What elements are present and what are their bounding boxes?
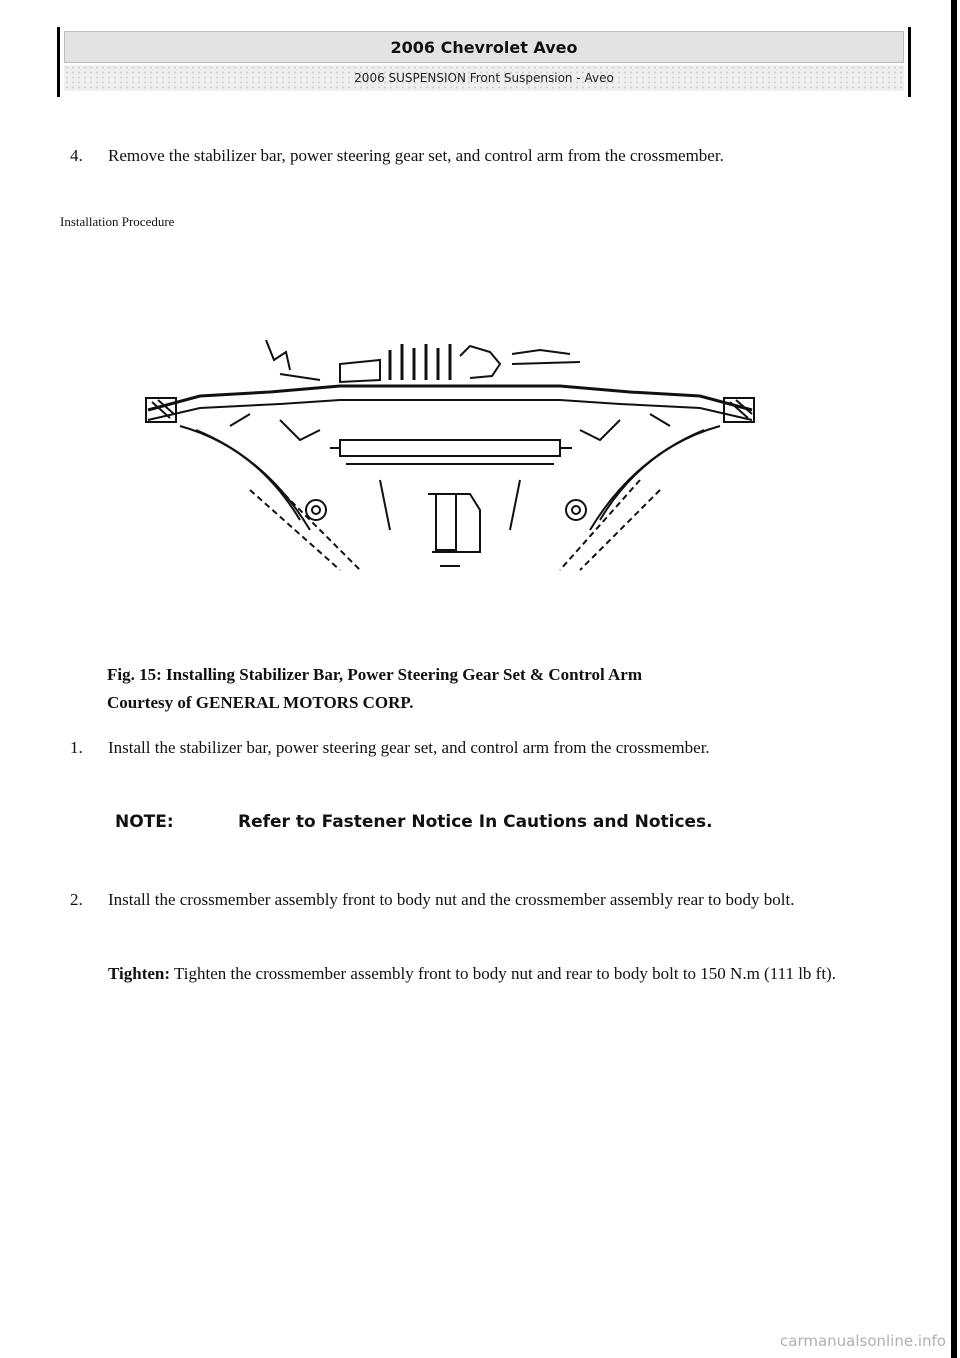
note-box: NOTE: Refer to Fastener Notice In Cautio… bbox=[115, 808, 715, 836]
watermark: carmanualsonline.info bbox=[780, 1332, 946, 1350]
step-number: 1. bbox=[70, 738, 83, 757]
header-subtitle: 2006 SUSPENSION Front Suspension - Aveo bbox=[64, 65, 904, 91]
note-label: NOTE: bbox=[115, 812, 174, 832]
tighten-spec: Tighten: Tighten the crossmember assembl… bbox=[108, 960, 898, 988]
tighten-text: Tighten the crossmember assembly front t… bbox=[174, 964, 836, 983]
step-text: Install the stabilizer bar, power steeri… bbox=[108, 738, 710, 757]
step-text: Remove the stabilizer bar, power steerin… bbox=[108, 146, 724, 165]
page-header: 2006 Chevrolet Aveo 2006 SUSPENSION Fron… bbox=[57, 27, 911, 97]
suspension-illustration bbox=[145, 339, 755, 571]
step-item: 4. Remove the stabilizer bar, power stee… bbox=[70, 141, 910, 170]
step-item: 2. Install the crossmember assembly fron… bbox=[70, 885, 910, 914]
caption-line: Fig. 15: Installing Stabilizer Bar, Powe… bbox=[107, 665, 642, 684]
step-text: Install the crossmember assembly front t… bbox=[108, 890, 795, 909]
step-number: 4. bbox=[70, 146, 83, 165]
header-title: 2006 Chevrolet Aveo bbox=[64, 31, 904, 63]
figure-caption: Fig. 15: Installing Stabilizer Bar, Powe… bbox=[107, 661, 867, 717]
section-title: Installation Procedure bbox=[60, 214, 175, 229]
caption-credit: Courtesy of GENERAL MOTORS CORP. bbox=[107, 693, 414, 712]
step-item: 1. Install the stabilizer bar, power ste… bbox=[70, 733, 910, 762]
step-number: 2. bbox=[70, 890, 83, 909]
page-edge-bar bbox=[951, 0, 957, 1358]
note-text: Refer to Fastener Notice In Cautions and… bbox=[238, 812, 713, 832]
tighten-label: Tighten: bbox=[108, 964, 171, 983]
